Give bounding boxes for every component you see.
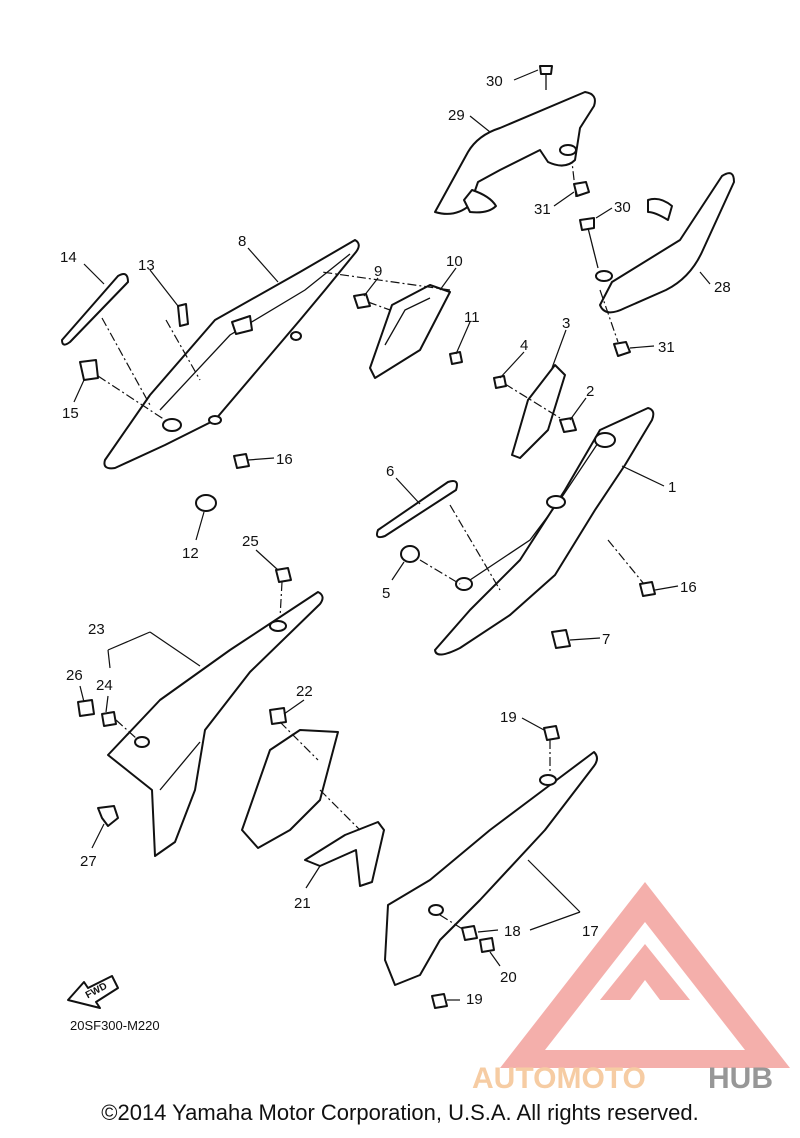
- callout-23: 23: [88, 621, 105, 638]
- alignment-lines: [97, 161, 645, 931]
- logo-text-automoto: AUTOMOTO: [472, 1062, 646, 1095]
- part-20-screw: [479, 937, 495, 953]
- leader-lines: [73, 69, 711, 1001]
- callout-30: 30: [614, 199, 631, 216]
- callout-24: 24: [96, 677, 113, 694]
- part-19-nut-b: [431, 993, 448, 1009]
- part-2-collar: [559, 417, 577, 433]
- callout-22: 22: [296, 683, 313, 700]
- callout-labels: 30 29 31 30 28 31 14 13 8 9 10 11 15 16 …: [60, 73, 731, 1008]
- part-22-bolt: [269, 707, 287, 725]
- callout-29: 29: [448, 107, 465, 124]
- part-24-collar: [101, 711, 117, 727]
- callout-19: 19: [466, 991, 483, 1008]
- callout-15: 15: [62, 405, 79, 422]
- callout-8: 8: [238, 233, 246, 250]
- part-23-lower-cover-left: [107, 591, 324, 857]
- callout-10: 10: [446, 253, 463, 270]
- part-16-nut-a: [233, 453, 250, 469]
- callout-13: 13: [138, 257, 155, 274]
- part-27-rivet: [97, 805, 119, 827]
- part-21-bracket: [304, 821, 385, 887]
- logo-triangle: [500, 882, 790, 1068]
- logo-text-hub: HUB: [708, 1062, 773, 1095]
- callout-1: 1: [668, 479, 676, 496]
- callout-6: 6: [386, 463, 394, 480]
- callout-14: 14: [60, 249, 77, 266]
- part-16-nut-b: [639, 581, 656, 597]
- part-21-plate: [241, 729, 339, 849]
- part-13-clip: [177, 303, 189, 327]
- callout-4: 4: [520, 337, 528, 354]
- callout-31: 31: [534, 201, 551, 218]
- callout-25: 25: [242, 533, 259, 550]
- callout-26: 26: [66, 667, 83, 684]
- part-3-bracket: [511, 364, 566, 459]
- callout-18: 18: [504, 923, 521, 940]
- callout-27: 27: [80, 853, 97, 870]
- fwd-arrow-icon: FWD: [67, 975, 119, 1009]
- diagram-code: 20SF300-M220: [70, 1018, 160, 1033]
- callout-28: 28: [714, 279, 731, 296]
- part-8-side-cover-left: [103, 239, 360, 470]
- callout-21: 21: [294, 895, 311, 912]
- callout-5: 5: [382, 585, 390, 602]
- logo-inner-mark: [600, 944, 690, 1000]
- callout-16: 16: [680, 579, 697, 596]
- part-5-grommet: [400, 545, 420, 563]
- copyright-notice: ©2014 Yamaha Motor Corporation, U.S.A. A…: [101, 1100, 699, 1125]
- part-28-grab-bar: [579, 172, 735, 357]
- callout-7: 7: [602, 631, 610, 648]
- part-15-bolt: [79, 359, 99, 381]
- callout-31: 31: [658, 339, 675, 356]
- callout-17: 17: [582, 923, 599, 940]
- part-12-grommet: [195, 494, 217, 512]
- callout-16: 16: [276, 451, 293, 468]
- part-7-bolt: [551, 629, 571, 649]
- part-1-side-cover-right: [434, 407, 655, 656]
- callout-3: 3: [562, 315, 570, 332]
- callout-20: 20: [500, 969, 517, 986]
- part-31-nut-a: [573, 181, 590, 197]
- part-25-nut: [275, 567, 292, 583]
- part-9-collar: [353, 293, 371, 309]
- callout-30: 30: [486, 73, 503, 90]
- part-10-bracket: [369, 284, 451, 379]
- automotohub-logo: AUTOMOTO HUB: [472, 882, 790, 1095]
- part-17-lower-cover-right: [384, 751, 598, 986]
- part-14-garnish-strip: [61, 273, 129, 346]
- part-19-nut-a: [543, 725, 560, 741]
- part-6-garnish-strip: [375, 480, 458, 539]
- part-29-grab-bar: [434, 65, 596, 215]
- callout-11: 11: [464, 309, 480, 326]
- part-26-screw: [77, 699, 95, 717]
- part-18-collar: [461, 925, 478, 941]
- callout-2: 2: [586, 383, 594, 400]
- callout-19: 19: [500, 709, 517, 726]
- callout-12: 12: [182, 545, 199, 562]
- callout-9: 9: [374, 263, 382, 280]
